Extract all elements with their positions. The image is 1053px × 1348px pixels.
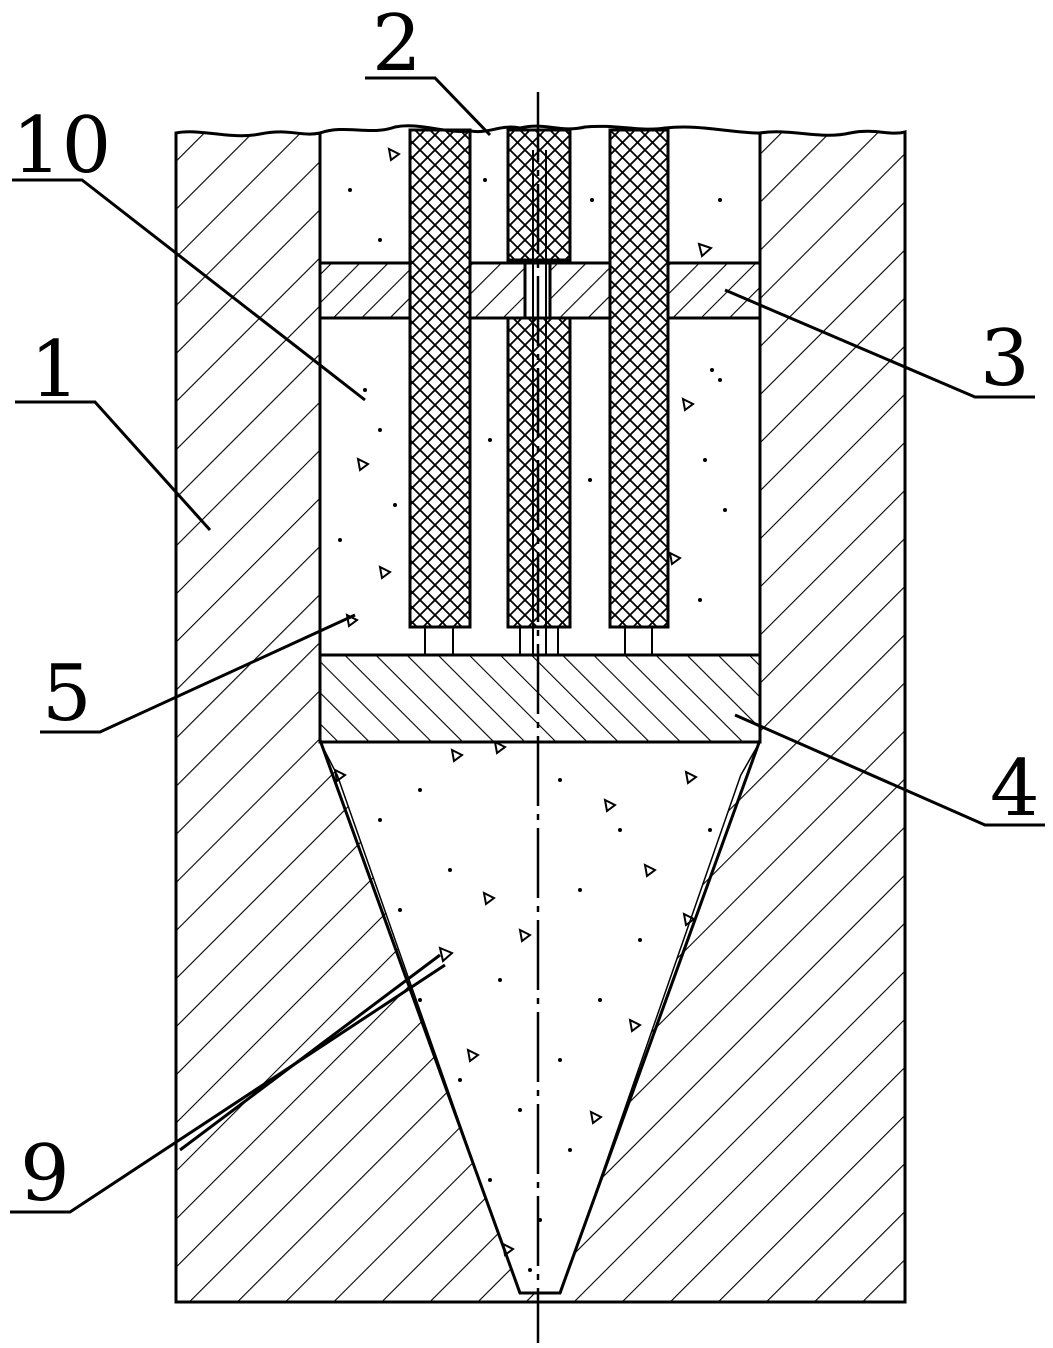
label-9: 9 (20, 1129, 70, 1219)
label-3: 3 (980, 314, 1030, 404)
label-2: 2 (372, 0, 422, 89)
leader-line-1 (15, 400, 212, 532)
label-4: 4 (990, 744, 1040, 834)
leader-line-4 (734, 713, 1045, 827)
cone-wall-right (558, 739, 762, 1294)
leader-line-2 (365, 76, 492, 137)
charge-cartridge-right (608, 128, 670, 629)
leader-line-9 (10, 963, 446, 1214)
spacer-plate-middle-left (468, 261, 527, 320)
cone-wall-left (318, 739, 522, 1294)
base-plate (318, 653, 762, 744)
charge-cartridge-left (408, 128, 472, 629)
spacer-plate-left (318, 261, 412, 320)
label-1: 1 (30, 325, 80, 415)
label-5: 5 (42, 649, 92, 739)
leader-line-5 (40, 613, 356, 734)
leader-line-10 (12, 178, 366, 402)
leader-line-9b (179, 953, 441, 1152)
label-10: 10 (12, 101, 111, 191)
sand-dots (338, 178, 727, 1272)
aggregate-markings (333, 147, 713, 1257)
spacer-plate-middle-right (548, 261, 612, 320)
leader-line-3 (724, 288, 1035, 399)
spacer-plate-right (666, 261, 762, 320)
stemming-top-edge (319, 124, 761, 135)
